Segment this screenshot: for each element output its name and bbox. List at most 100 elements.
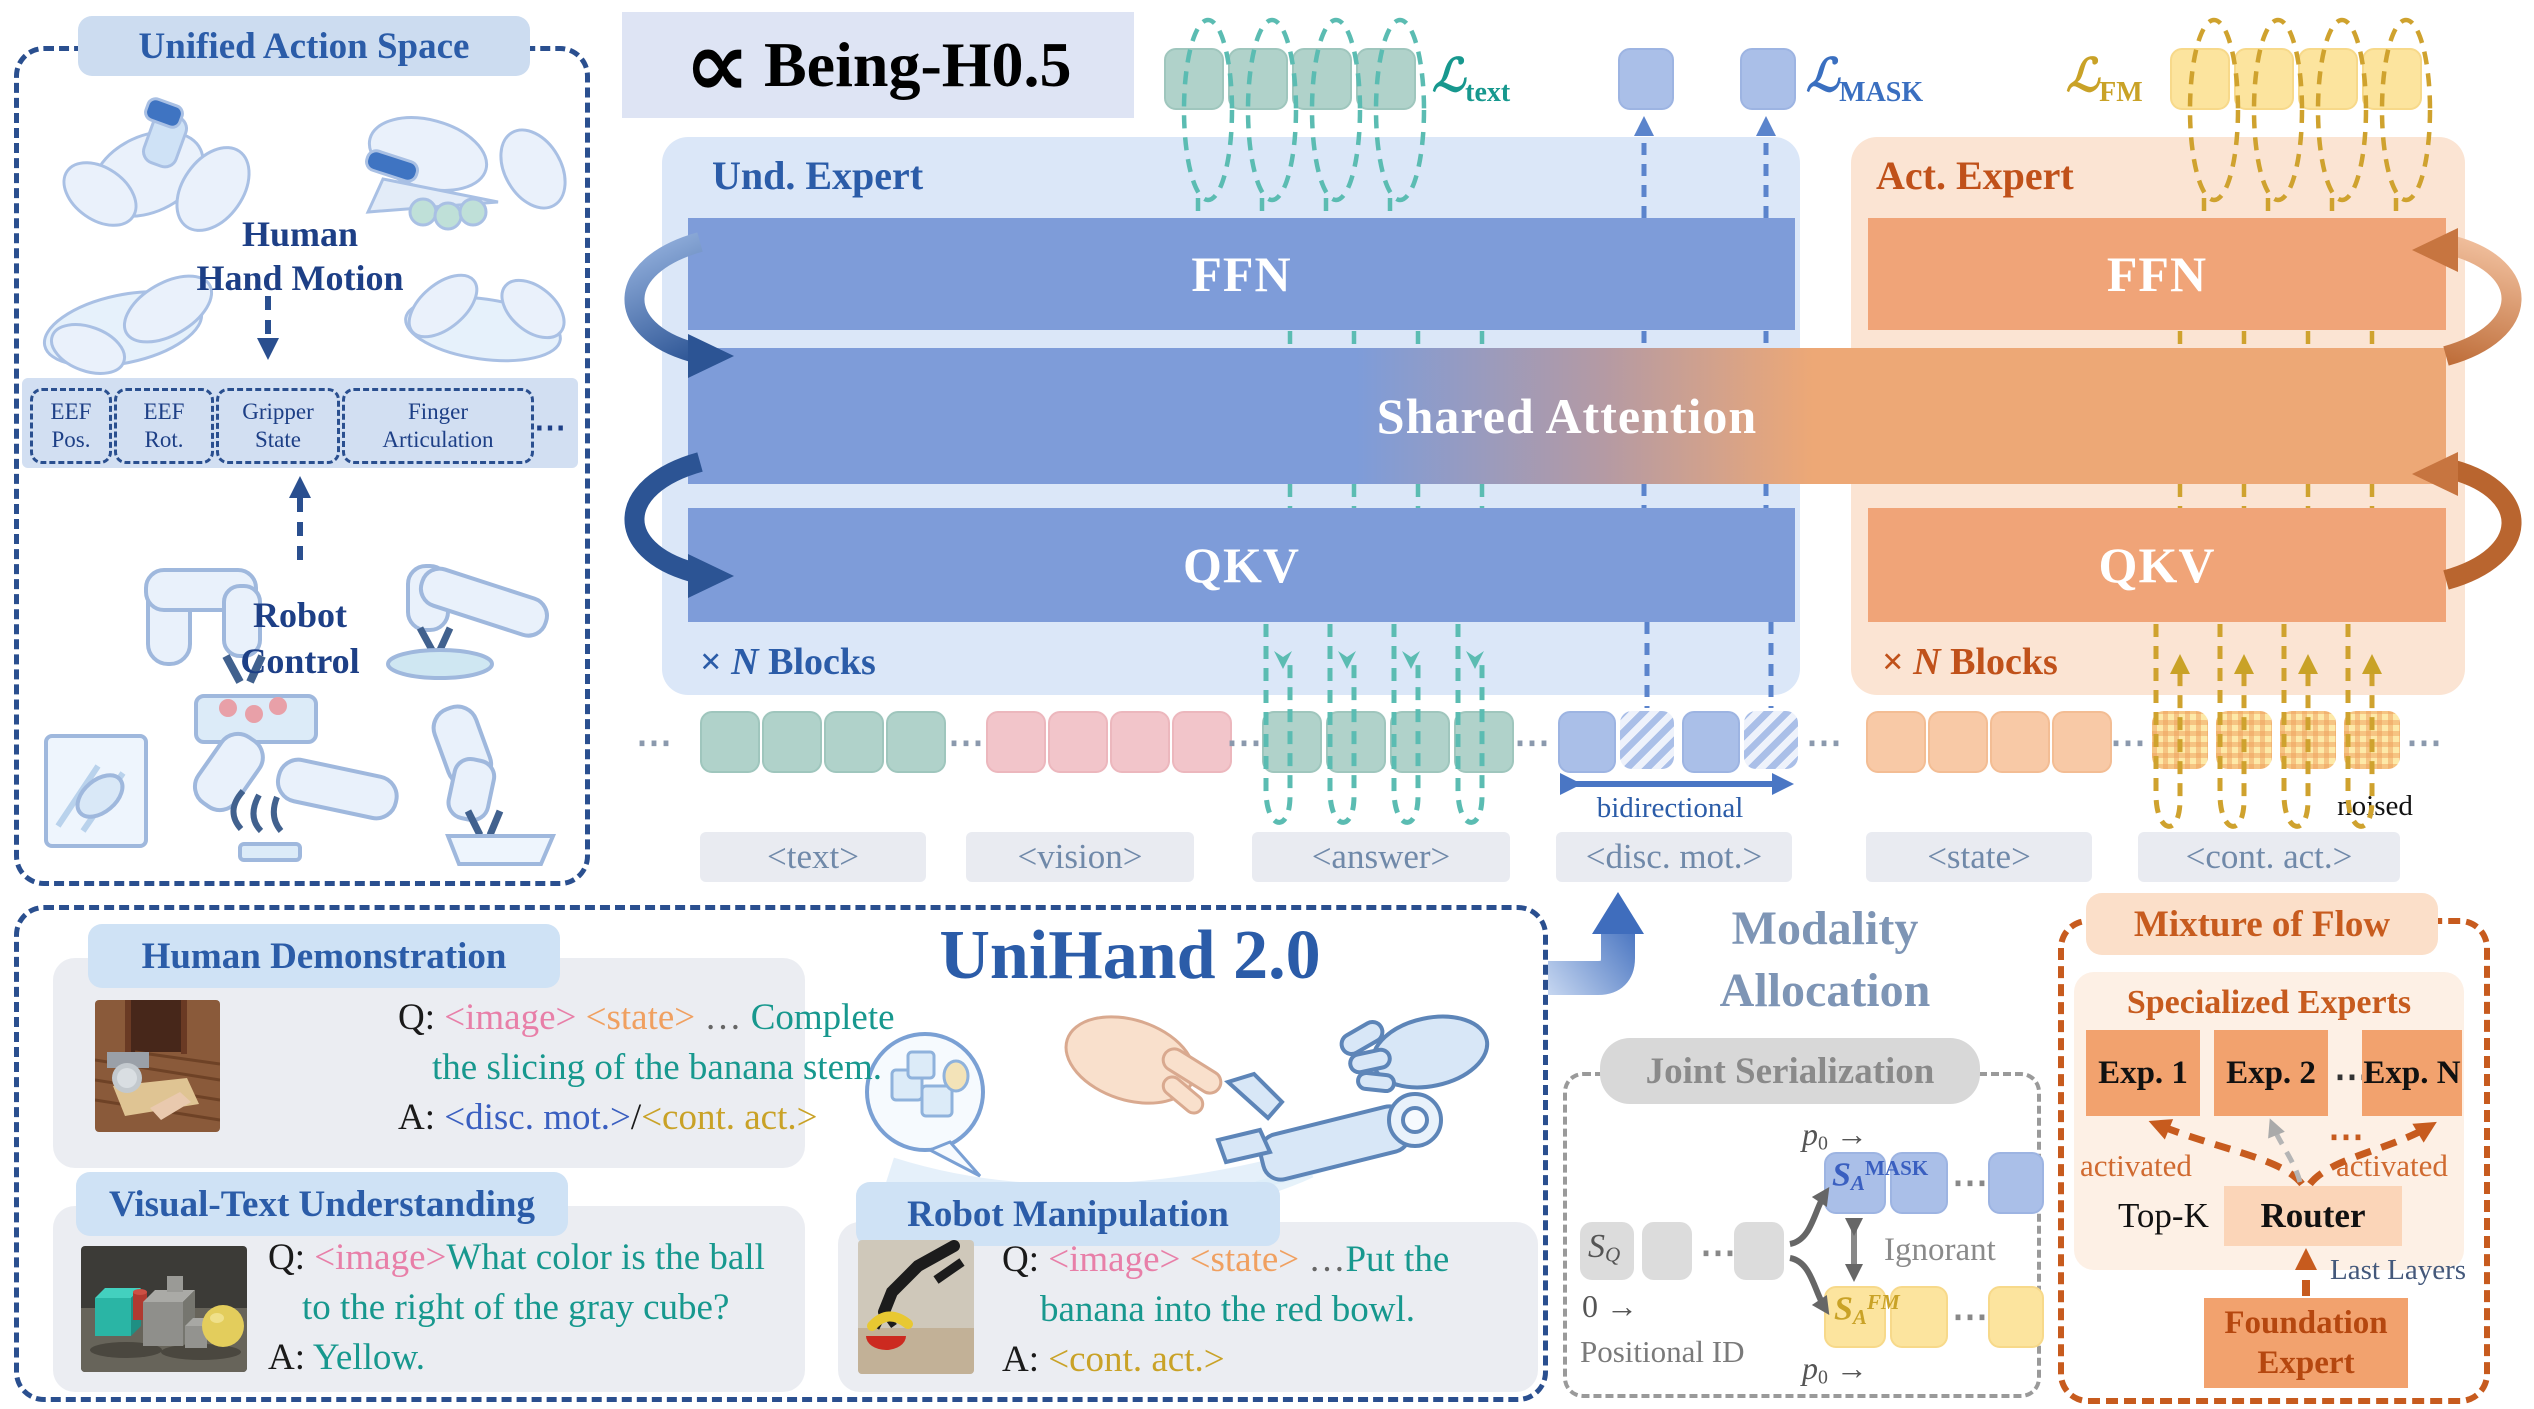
modality-label: <state> bbox=[1927, 837, 2031, 876]
vision-token bbox=[986, 711, 1046, 773]
human-hand-motion-label: Human Hand Motion bbox=[150, 212, 450, 300]
fm-output-token bbox=[2170, 48, 2230, 110]
sa-fm-token bbox=[1988, 1286, 2044, 1348]
human-hands-illustration bbox=[42, 97, 567, 375]
right-arrow-glyph: → bbox=[1606, 1288, 1638, 1324]
modality-label: <answer> bbox=[1311, 837, 1451, 876]
question-text: Put the bbox=[1345, 1239, 1450, 1280]
action-box-line: Articulation bbox=[382, 427, 494, 452]
loss-subscript: FM bbox=[2099, 77, 2143, 108]
act-qkv-block: QKV bbox=[1868, 508, 2446, 622]
action-box-eef-rot: EEF Rot. bbox=[114, 388, 214, 464]
vision-token bbox=[1110, 711, 1170, 773]
token-ellipsis: ⋯ bbox=[948, 722, 984, 762]
being-title-box: ∝ Being-H0.5 bbox=[622, 12, 1134, 118]
answer-token bbox=[1326, 711, 1386, 773]
activated-left-label: activated bbox=[2080, 1148, 2192, 1183]
cont-act-token-text: <cont. act.> bbox=[1048, 1339, 1225, 1380]
disc-mot-masked-token bbox=[1744, 711, 1798, 769]
times-glyph: × bbox=[700, 641, 722, 683]
loss-subscript: MASK bbox=[1839, 77, 1924, 108]
fm-output-token bbox=[2234, 48, 2294, 110]
human-demo-photo bbox=[95, 1000, 220, 1132]
shared-attention-label: Shared Attention bbox=[1376, 388, 1758, 444]
specialized-experts-label: Specialized Experts bbox=[2126, 984, 2412, 1021]
robot-control-line2: Control bbox=[240, 641, 360, 681]
visual-text-q-line2: to the right of the gray cube? bbox=[302, 1287, 730, 1328]
human-demo-title-pill: Human Demonstration bbox=[88, 924, 560, 988]
sa-mask-token bbox=[1988, 1152, 2044, 1214]
robot-manip-title-pill: Robot Manipulation bbox=[856, 1182, 1280, 1246]
state-token-text: <state> bbox=[1189, 1239, 1300, 1280]
visual-text-photo bbox=[81, 1246, 247, 1372]
q-subscript: Q bbox=[1605, 1242, 1621, 1267]
n-glyph: N bbox=[731, 641, 759, 683]
act-ffn-block: FFN bbox=[1868, 218, 2446, 330]
vision-token bbox=[1172, 711, 1232, 773]
token-ellipsis: ⋯ bbox=[2110, 722, 2146, 762]
modality-allocation-line2: Allocation bbox=[1719, 964, 1931, 1017]
image-token-text: <image> bbox=[444, 997, 577, 1038]
token-ellipsis: ⋯ bbox=[636, 722, 672, 762]
router-label: Router bbox=[2260, 1196, 2366, 1235]
modality-label-disc-mot: <disc. mot.> bbox=[1556, 832, 1792, 882]
text-token bbox=[886, 711, 946, 773]
blocks-word: Blocks bbox=[768, 641, 876, 683]
sa-mask-label: SAMASK bbox=[1832, 1156, 1928, 1196]
foundation-line2: Expert bbox=[2257, 1345, 2355, 1381]
action-box-line: Rot. bbox=[144, 427, 184, 452]
und-expert-label: Und. Expert bbox=[712, 153, 924, 198]
cont-act-token-text: <cont. act.> bbox=[641, 1097, 818, 1138]
action-box-line: Gripper bbox=[242, 399, 314, 424]
joint-serialization-label: Joint Serialization bbox=[1645, 1050, 1935, 1092]
image-token-text: <image> bbox=[314, 1237, 447, 1278]
ellipsis-text: … bbox=[1308, 1239, 1346, 1280]
action-box-line: State bbox=[255, 427, 301, 452]
exp-n-label: Exp. N bbox=[2363, 1054, 2461, 1091]
cont-act-token bbox=[2152, 711, 2208, 769]
action-box-line: Pos. bbox=[51, 427, 91, 452]
modality-allocation-line1: Modality bbox=[1731, 902, 1919, 955]
visual-text-title-pill: Visual-Text Understanding bbox=[76, 1172, 568, 1236]
robot-manip-q-line2: banana into the red bowl. bbox=[1040, 1289, 1416, 1330]
p-subscript: 0 bbox=[1818, 1132, 1828, 1155]
state-token bbox=[1866, 711, 1926, 773]
loss-symbol: ℒ bbox=[1806, 50, 1840, 101]
token-ellipsis: ⋯ bbox=[2406, 722, 2442, 762]
cont-act-token bbox=[2216, 711, 2272, 769]
disc-mot-token bbox=[1682, 711, 1740, 773]
token-ellipsis: ⋯ bbox=[1514, 722, 1550, 762]
last-layers-label: Last Layers bbox=[2330, 1254, 2467, 1286]
vision-token bbox=[1048, 711, 1108, 773]
human-demo-title: Human Demonstration bbox=[141, 935, 507, 977]
shared-attention-block: Shared Attention bbox=[688, 348, 2446, 484]
modality-label-state: <state> bbox=[1866, 832, 2092, 882]
blocks-word: Blocks bbox=[1950, 641, 2058, 683]
exp-n-box: Exp. N bbox=[2362, 1030, 2462, 1116]
act-expert-label: Act. Expert bbox=[1876, 153, 2074, 198]
being-logo-icon: ∝ bbox=[684, 11, 750, 118]
modality-label-vision: <vision> bbox=[966, 832, 1194, 882]
q-prefix: Q: bbox=[398, 997, 435, 1038]
p-subscript: 0 bbox=[1818, 1366, 1828, 1389]
text-token bbox=[700, 711, 760, 773]
unified-action-space-label: Unified Action Space bbox=[138, 25, 470, 67]
modality-label: <vision> bbox=[1017, 837, 1143, 876]
modality-label: <cont. act.> bbox=[2185, 837, 2353, 876]
action-box-line: Finger bbox=[407, 399, 469, 424]
sa-fm-label: SAFM bbox=[1834, 1290, 1900, 1330]
script-s: S bbox=[1834, 1290, 1853, 1328]
foundation-line1: Foundation bbox=[2224, 1305, 2388, 1341]
mask-output-token bbox=[1740, 48, 1796, 110]
und-nblocks-label: × N Blocks bbox=[700, 640, 876, 684]
disc-mot-masked-token bbox=[1620, 711, 1674, 769]
exp-2-label: Exp. 2 bbox=[2226, 1054, 2316, 1091]
times-glyph: × bbox=[1882, 641, 1904, 683]
human-hand-motion-line2: Hand Motion bbox=[196, 258, 404, 298]
und-qkv-block: QKV bbox=[688, 508, 1795, 622]
modality-label-text: <text> bbox=[700, 832, 926, 882]
sq-label: SQ bbox=[1588, 1228, 1620, 1268]
modality-label-cont-act: <cont. act.> bbox=[2138, 832, 2400, 882]
human-demo-a-line: A: <disc. mot.>/<cont. act.> bbox=[398, 1096, 818, 1139]
question-text: Complete bbox=[750, 997, 895, 1038]
